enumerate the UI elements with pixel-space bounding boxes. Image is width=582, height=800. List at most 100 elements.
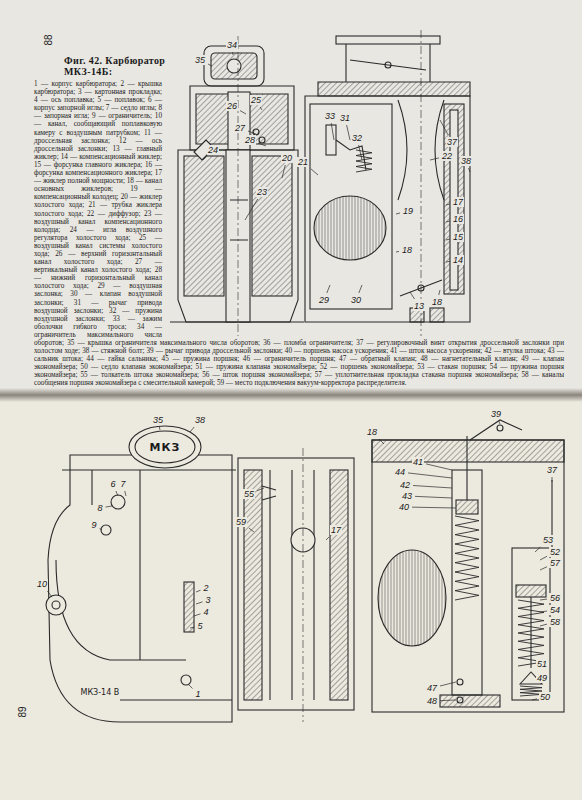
leader-line <box>208 64 212 66</box>
callout-number: 58 <box>549 617 561 627</box>
drawing-stroke <box>356 150 372 172</box>
leader-line <box>540 611 547 613</box>
leader-line <box>125 491 126 496</box>
drawing-stroke <box>470 420 522 440</box>
drawing-stroke <box>259 137 265 143</box>
callout-number: 30 <box>350 295 362 305</box>
drawing-stroke <box>46 595 66 615</box>
callout-number: 47 <box>426 683 438 693</box>
leader-line <box>311 169 318 175</box>
drawing-stroke <box>48 455 232 722</box>
callout-number: 19 <box>402 206 414 216</box>
leader-line <box>532 699 537 700</box>
leader-line <box>260 107 262 110</box>
leader-line <box>100 528 102 530</box>
callout-number: 9 <box>91 520 98 530</box>
callout-number: 48 <box>426 696 438 706</box>
drawing-stroke <box>244 470 262 700</box>
callout-number: 35 <box>194 55 206 65</box>
callout-number: 17 <box>330 525 342 535</box>
callout-number: 53 <box>542 535 554 545</box>
caption-block: 1 — корпус карбюратора; 2 — крышка карбю… <box>34 80 564 388</box>
drawing-stroke <box>135 431 195 463</box>
drawing-stroke <box>310 104 392 309</box>
drawing-stroke <box>184 582 194 632</box>
drawing-stroke <box>238 458 354 710</box>
drawing-stroke <box>346 44 430 82</box>
drawing-stroke <box>457 697 463 703</box>
drawing-stroke <box>305 96 470 322</box>
drawing-stroke <box>356 150 544 696</box>
leader-line <box>469 168 470 172</box>
leader-line <box>190 627 195 629</box>
callout-number: 49 <box>536 673 548 683</box>
drawing-stroke <box>440 695 500 707</box>
callout-number: 17 <box>452 197 464 207</box>
callout-number: 34 <box>226 40 238 50</box>
callout-number: 39 <box>490 409 502 419</box>
drawing-stroke <box>372 440 564 712</box>
drawing-stroke <box>101 525 111 535</box>
callout-number: 38 <box>460 156 472 166</box>
leader-line <box>327 285 330 293</box>
page-number: 88 <box>43 33 53 46</box>
callout-number: 7 <box>120 479 127 489</box>
callout-number: 8 <box>97 503 104 513</box>
drawing-stroke <box>318 82 470 96</box>
leader-line <box>379 439 384 444</box>
leader-line <box>408 473 452 478</box>
drawing-stroke <box>262 486 276 500</box>
callout-number: 35 <box>152 415 164 425</box>
leader-line <box>415 496 452 498</box>
leader-line <box>426 464 452 470</box>
drawing-stroke <box>512 548 550 700</box>
leader-line <box>439 290 440 295</box>
drawing-stroke <box>0 396 582 800</box>
callout-number: 18 <box>366 427 378 437</box>
callout-number: 15 <box>452 232 464 242</box>
callout-number: 18 <box>401 245 413 255</box>
callout-number: 51 <box>536 659 548 669</box>
leader-line <box>47 591 52 597</box>
callout-number: 56 <box>549 593 561 603</box>
callout-number: 1 <box>195 689 202 699</box>
drawing-stroke <box>170 321 304 322</box>
callout-number: 21 <box>297 157 309 167</box>
leader-line <box>282 165 285 178</box>
leader-line <box>396 251 399 253</box>
callout-number: 31 <box>339 113 351 123</box>
callout-number: 50 <box>539 692 551 702</box>
callout-number: 24 <box>207 145 219 155</box>
leader-line <box>499 421 500 424</box>
drawing-stroke <box>518 600 544 666</box>
drawing-stroke <box>252 156 292 296</box>
callout-number: 44 <box>394 467 406 477</box>
leader-line <box>440 700 456 702</box>
wrap-spacer <box>162 80 564 338</box>
drawing-stroke <box>455 516 479 600</box>
callout-number: 4 <box>203 607 210 617</box>
drawing-stroke <box>497 425 503 431</box>
drawing-stroke <box>530 597 531 668</box>
drawing-stroke <box>227 59 241 73</box>
drawing-stroke <box>430 308 444 322</box>
drawing-stroke <box>452 470 482 695</box>
callout-number: 26 <box>226 101 238 111</box>
callout-number: 23 <box>256 187 268 197</box>
drawing-stroke <box>330 470 348 700</box>
callout-number: 3 <box>205 595 212 605</box>
drawing-stroke <box>385 62 391 68</box>
drawing-stroke <box>516 585 546 597</box>
drawing-stroke <box>211 53 257 79</box>
drawing-stroke <box>120 699 232 700</box>
leader-line <box>396 213 400 215</box>
callout-number: 6 <box>110 479 117 489</box>
callout-number: 59 <box>235 517 247 527</box>
callout-number: 13 <box>413 301 425 311</box>
callout-number: 20 <box>281 153 293 163</box>
leader-line <box>249 528 254 532</box>
leader-line <box>535 547 540 552</box>
leader-line <box>446 239 450 241</box>
page-number: 89 <box>17 705 27 718</box>
callout-number: 37 <box>546 465 558 475</box>
